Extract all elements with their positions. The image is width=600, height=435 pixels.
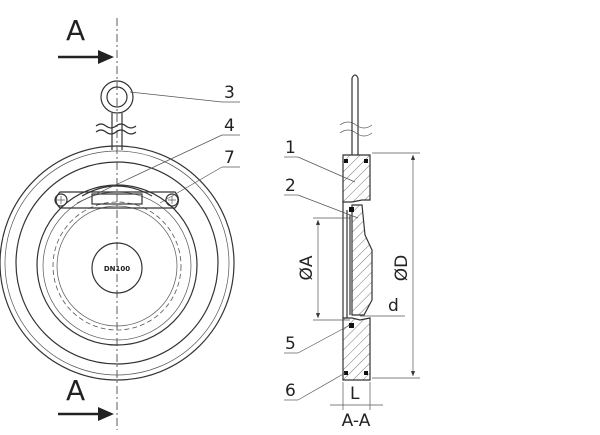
- dim-bore-diameter: ØA: [297, 255, 317, 280]
- dim-disc: d: [388, 296, 399, 316]
- svg-text:A: A: [66, 14, 85, 47]
- svg-text:4: 4: [224, 116, 235, 136]
- disc-hub: [91, 242, 143, 294]
- hinge-bar: [55, 191, 180, 209]
- screw-icon: [54, 193, 68, 207]
- svg-text:A: A: [66, 374, 85, 407]
- dim-length: L: [350, 384, 360, 404]
- svg-text:1: 1: [285, 138, 296, 158]
- section-mark-top: A: [58, 14, 114, 64]
- screw-icon: [165, 193, 179, 207]
- svg-text:6: 6: [285, 381, 296, 401]
- section-mark-bottom: A: [58, 374, 114, 421]
- arrow-right-icon: [98, 407, 114, 421]
- disc-section: [351, 204, 373, 316]
- svg-text:5: 5: [285, 334, 296, 354]
- svg-text:3: 3: [224, 83, 235, 103]
- dim-outer-diameter: ØD: [392, 255, 412, 281]
- svg-text:2: 2: [285, 176, 296, 196]
- svg-text:7: 7: [224, 148, 235, 168]
- section-view: [339, 74, 373, 381]
- section-title: A-A: [342, 411, 371, 431]
- hub-label: DN100: [104, 265, 130, 273]
- lifting-ring: [100, 80, 134, 114]
- leaders-section: 1 2 5 6: [284, 138, 359, 401]
- front-view: DN100: [0, 18, 235, 430]
- arrow-right-icon: [98, 50, 114, 64]
- dimensions: ØD ØA d L A-A: [297, 152, 420, 431]
- leaders-front: 3 4 7: [76, 83, 240, 204]
- body-outer: [0, 145, 235, 381]
